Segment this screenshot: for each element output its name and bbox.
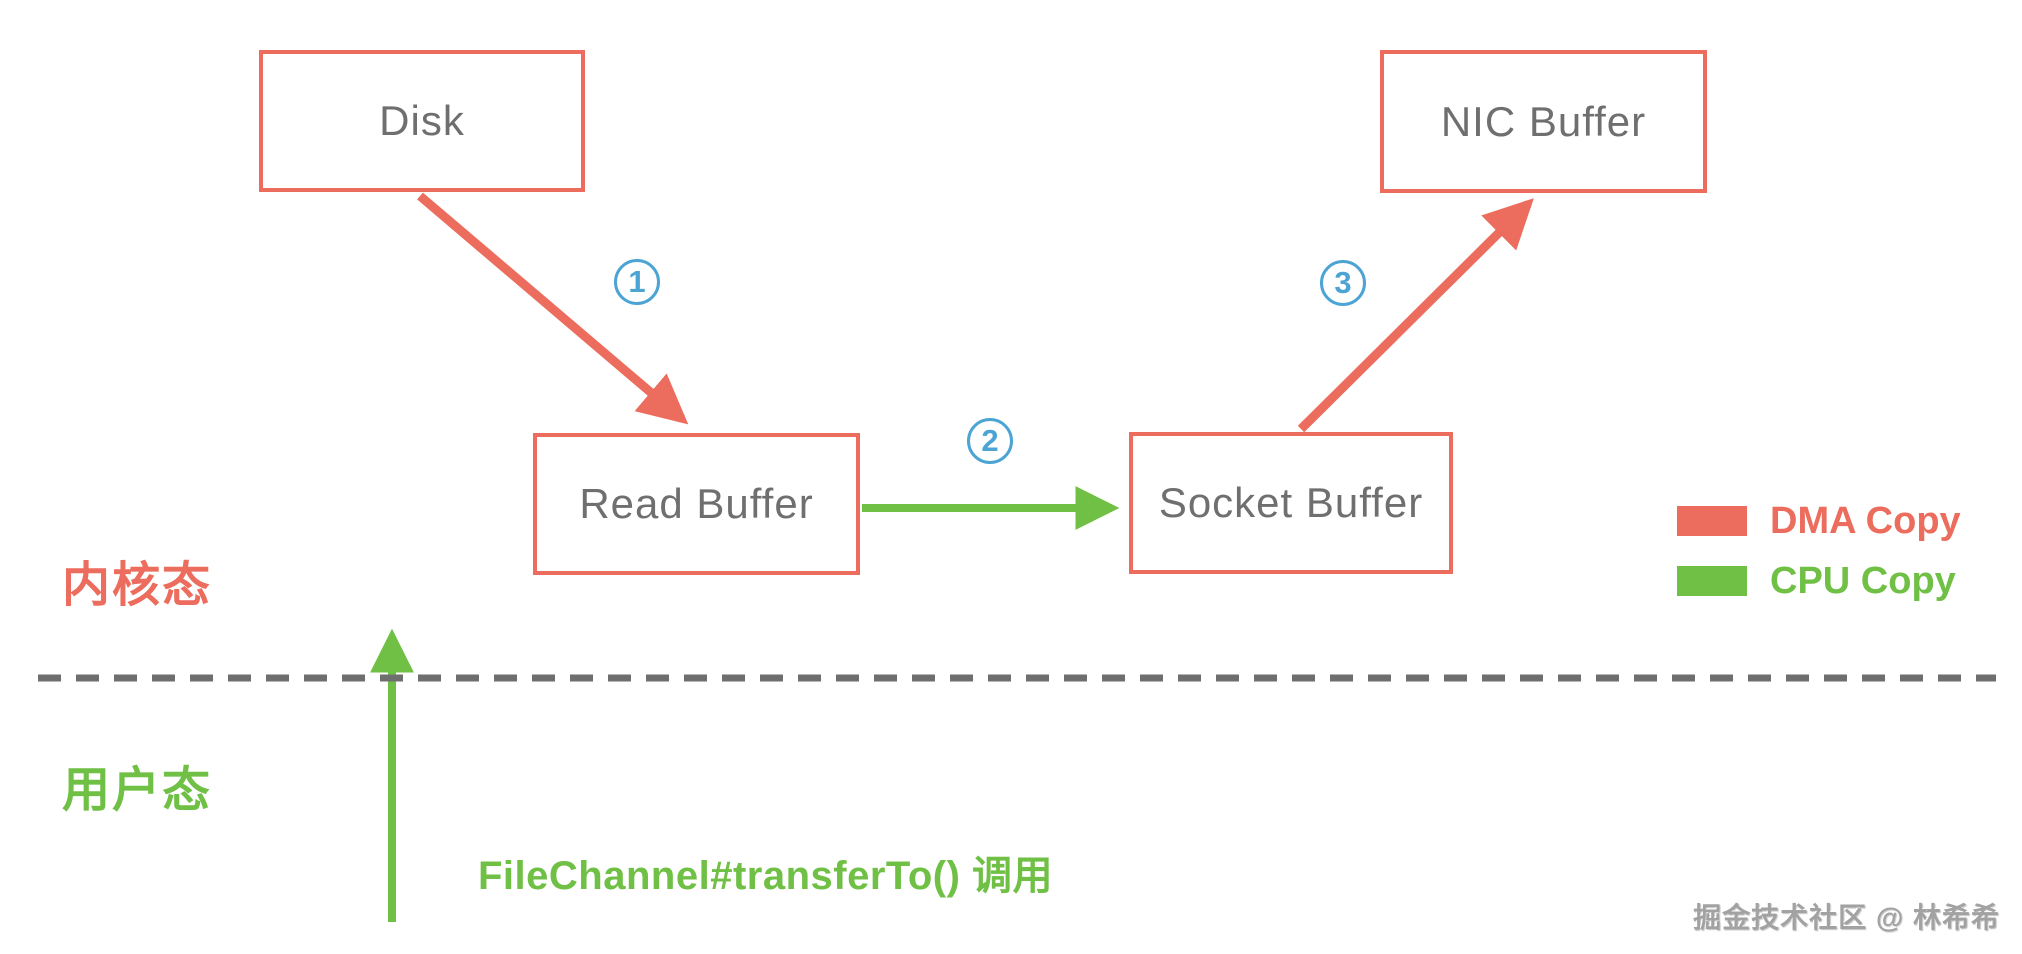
socket-buffer-box: Socket Buffer [1129, 432, 1453, 574]
read-buffer-box-label: Read Buffer [579, 480, 814, 527]
read-buffer-box: Read Buffer [533, 433, 860, 575]
cpu-copy-legend-label: CPU Copy [1770, 559, 1956, 602]
dma-copy-swatch-icon [1677, 506, 1747, 536]
nic-buffer-box: NIC Buffer [1380, 50, 1707, 193]
transferto-call-label: FileChannel#transferTo() 调用 [478, 854, 1054, 898]
disk-box: Disk [259, 50, 585, 192]
step-3-number: 3 [1334, 265, 1352, 300]
user-mode-label: 用户态 [62, 764, 213, 817]
step-2-badge: 2 [967, 418, 1013, 464]
disk-box-label: Disk [379, 97, 465, 144]
step-1-number: 1 [628, 264, 646, 299]
step-3-badge: 3 [1320, 260, 1366, 306]
legend-row-dma-copy: DMA Copy [1677, 500, 1961, 542]
legend: DMA Copy CPU Copy [1677, 500, 1961, 626]
dma-copy-arrow-disk-to-read-buffer [417, 192, 689, 425]
cpu-copy-swatch-icon [1677, 566, 1747, 596]
dma-copy-arrow-socket-to-nic-buffer [1297, 198, 1534, 433]
kernel-mode-label: 内核态 [62, 559, 213, 612]
watermark-text: 掘金技术社区 @ 林希希 [1693, 902, 2000, 933]
step-1-badge: 1 [614, 259, 660, 305]
legend-row-cpu-copy: CPU Copy [1677, 560, 1961, 602]
dma-copy-legend-label: DMA Copy [1770, 499, 1961, 542]
nic-buffer-box-label: NIC Buffer [1440, 97, 1647, 145]
socket-buffer-box-label: Socket Buffer [1158, 479, 1424, 526]
step-2-number: 2 [981, 423, 999, 458]
